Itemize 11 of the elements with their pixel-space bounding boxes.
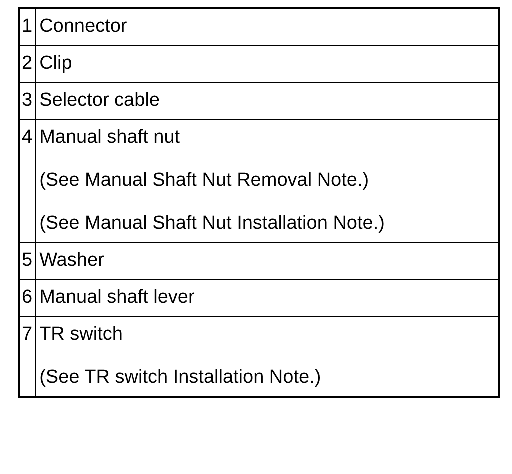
reference-note: (See Manual Shaft Nut Removal Note.): [40, 170, 370, 192]
part-name: TR switch: [40, 324, 124, 346]
reference-note: (See TR switch Installation Note.): [40, 367, 322, 389]
item-number: 5: [19, 242, 36, 280]
item-number: 3: [19, 82, 36, 120]
item-number: 2: [19, 46, 36, 82]
reference-note: (See Manual Shaft Nut Installation Note.): [40, 213, 386, 235]
item-number: 6: [19, 280, 36, 316]
item-number: 4: [19, 120, 36, 242]
part-name: Manual shaft nut: [40, 127, 182, 149]
item-number: 1: [19, 8, 36, 46]
